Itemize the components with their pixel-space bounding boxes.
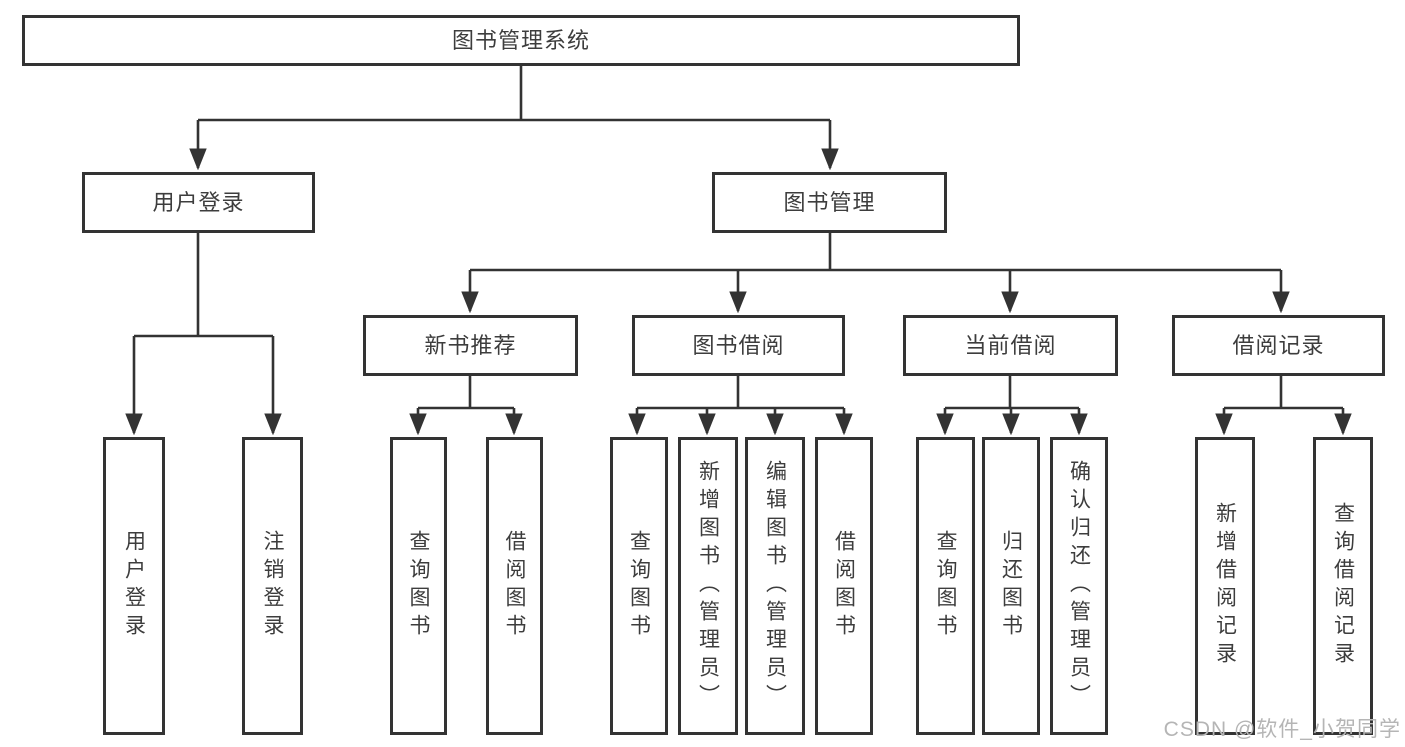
node-leaf-return-books: 归还图书 (982, 437, 1040, 735)
node-current-borrow: 当前借阅 (903, 315, 1118, 376)
node-leaf-edit-books-admin: 编辑图书（管理员） (745, 437, 805, 735)
csdn-watermark: CSDN @软件_小贺同学 (1163, 718, 1401, 741)
node-leaf-query-books-current: 查询图书 (916, 437, 975, 735)
node-leaf-query-books-borrow: 查询图书 (610, 437, 668, 735)
node-leaf-add-borrow-record: 新增借阅记录 (1195, 437, 1255, 735)
node-library-system-root: 图书管理系统 (22, 15, 1020, 66)
node-leaf-add-books-admin: 新增图书（管理员） (678, 437, 738, 735)
node-leaf-logout: 注销登录 (242, 437, 303, 735)
node-leaf-confirm-return-admin: 确认归还（管理员） (1050, 437, 1108, 735)
node-leaf-query-borrow-record: 查询借阅记录 (1313, 437, 1373, 735)
node-new-book-recommend: 新书推荐 (363, 315, 578, 376)
node-leaf-query-books-recommend: 查询图书 (390, 437, 447, 735)
node-leaf-borrow-books: 借阅图书 (815, 437, 873, 735)
node-borrow-records: 借阅记录 (1172, 315, 1385, 376)
node-user-login-branch: 用户登录 (82, 172, 315, 233)
node-leaf-user-login: 用户登录 (103, 437, 165, 735)
node-leaf-borrow-books-recommend: 借阅图书 (486, 437, 543, 735)
node-book-borrow: 图书借阅 (632, 315, 845, 376)
node-book-management-branch: 图书管理 (712, 172, 947, 233)
